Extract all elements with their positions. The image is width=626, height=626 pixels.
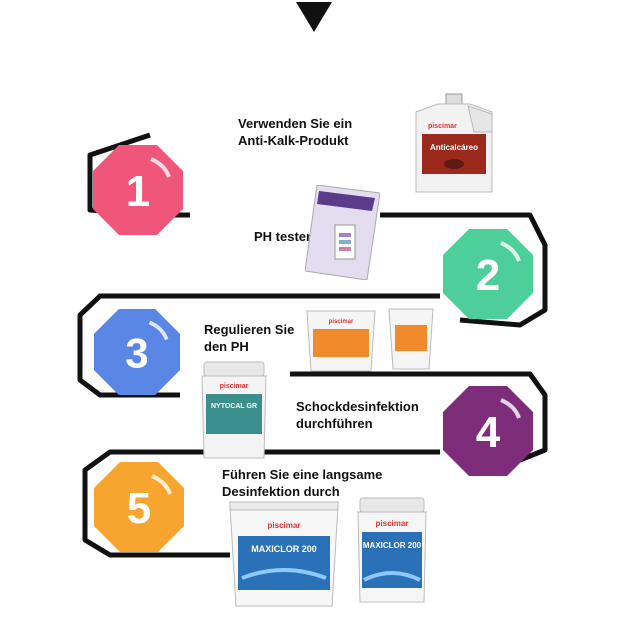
step-4-label-line1: Schockdesinfektion [296, 398, 419, 415]
step-3-label: Regulieren Sie den PH [204, 321, 294, 355]
ph-regulator-brand: piscimar [329, 319, 354, 325]
step-2-badge: 2 [443, 229, 533, 319]
maxiclor-tub-brand: piscimar [376, 519, 409, 528]
step-2-number: 2 [476, 251, 500, 300]
step-3-label-line2: den PH [204, 338, 294, 355]
step-1-label-line1: Verwenden Sie ein [238, 115, 352, 132]
step-4-label-line2: durchführen [296, 415, 419, 432]
step-4-number: 4 [476, 408, 501, 457]
ph-test-strips-image [305, 185, 380, 280]
step-4-label: Schockdesinfektion durchführen [296, 398, 419, 432]
step-1-label: Verwenden Sie ein Anti-Kalk-Produkt [238, 115, 352, 149]
shock-product-image: piscimar NYTOCAL GR [198, 360, 270, 460]
step-5-badge: 5 [94, 462, 184, 552]
step-5-label: Führen Sie eine langsame Desinfektion du… [222, 466, 382, 500]
maxiclor-bucket-brand: piscimar [268, 521, 301, 530]
ph-regulator-product-image: piscimar [305, 305, 445, 375]
anticalcareo-product-image: piscimar Anticalcáreo [408, 92, 498, 197]
maxiclor-tub-image: piscimar MAXICLOR 200 [356, 496, 428, 606]
step-5-label-line1: Führen Sie eine langsame [222, 466, 382, 483]
step-5-number: 5 [127, 484, 151, 533]
step-3-badge: 3 [94, 309, 180, 395]
maxiclor-tub-name: MAXICLOR 200 [363, 541, 422, 550]
shock-name: NYTOCAL GR [211, 403, 257, 410]
step-4-badge: 4 [443, 386, 533, 476]
shock-brand: piscimar [220, 383, 249, 390]
anticalcareo-brand: piscimar [428, 123, 457, 130]
maxiclor-bucket-image: piscimar MAXICLOR 200 [228, 500, 340, 610]
maxiclor-bucket-name: MAXICLOR 200 [251, 544, 317, 554]
step-3-number: 3 [125, 329, 148, 376]
anticalcareo-name: Anticalcáreo [430, 143, 478, 152]
step-1-badge: 1 [93, 145, 183, 235]
step-3-label-line1: Regulieren Sie [204, 321, 294, 338]
step-1-label-line2: Anti-Kalk-Produkt [238, 132, 352, 149]
step-1-number: 1 [126, 167, 150, 216]
